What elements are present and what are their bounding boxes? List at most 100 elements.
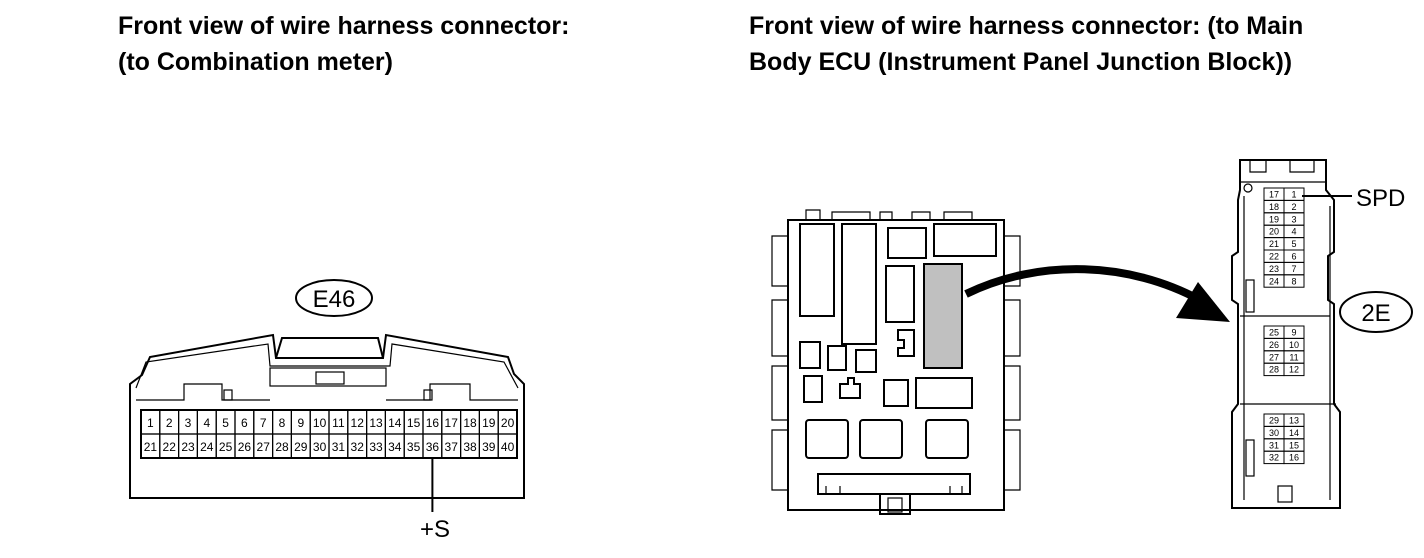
pin-number: 4 xyxy=(203,416,210,430)
pin-number: 7 xyxy=(1291,264,1296,274)
pin-number: 39 xyxy=(482,440,496,454)
socket xyxy=(885,265,915,323)
connector-housing-left xyxy=(129,333,525,499)
pin-number: 25 xyxy=(1269,328,1279,338)
pin-number: 22 xyxy=(163,440,177,454)
pin-number: 30 xyxy=(313,440,327,454)
pin-cell xyxy=(1283,450,1305,465)
highlighted-socket-2e xyxy=(923,263,963,369)
socket xyxy=(841,223,877,345)
pin-number: 34 xyxy=(388,440,402,454)
pin-number: 9 xyxy=(1291,328,1296,338)
pin-number: 7 xyxy=(260,416,267,430)
block-bottom-strip xyxy=(817,473,971,495)
block-side-tabs-left xyxy=(771,235,788,491)
pin-number: 3 xyxy=(1291,214,1296,224)
junction-block-body xyxy=(787,219,1005,511)
pin-number: 10 xyxy=(313,416,327,430)
socket xyxy=(827,345,847,371)
pin-number: 35 xyxy=(407,440,421,454)
pin-number: 22 xyxy=(1269,252,1279,262)
pin-number: 11 xyxy=(1289,352,1298,362)
pin-number: 24 xyxy=(1269,276,1279,286)
pin-number: 8 xyxy=(1291,276,1296,286)
connector-code-oval-left xyxy=(295,279,373,317)
pin-number: 14 xyxy=(388,416,402,430)
pin-number: 37 xyxy=(445,440,459,454)
socket xyxy=(855,349,877,373)
pin-number: 17 xyxy=(1269,190,1279,200)
pin-number: 13 xyxy=(1289,416,1299,426)
housing-ridge-left xyxy=(136,383,270,401)
pin-number: 6 xyxy=(241,416,248,430)
connector-code-left: E46 xyxy=(313,286,356,313)
pin-number: 30 xyxy=(1269,428,1279,438)
housing-latch xyxy=(275,337,384,359)
pin-number: 1 xyxy=(147,416,154,430)
connector-code-right: 2E xyxy=(1361,300,1390,327)
block-bottom-key xyxy=(879,493,911,515)
socket xyxy=(799,223,835,317)
pin-number: 33 xyxy=(369,440,383,454)
left-title-line1: Front view of wire harness connector: xyxy=(118,12,570,40)
pin-number: 4 xyxy=(1291,227,1296,237)
pin-number: 40 xyxy=(501,440,515,454)
housing-inner-walls xyxy=(1243,196,1331,500)
socket xyxy=(839,377,861,399)
pin-number: 29 xyxy=(1269,416,1279,426)
pin-number: 31 xyxy=(332,440,346,454)
pin-number: 15 xyxy=(1289,440,1299,450)
pin-number: 25 xyxy=(219,440,233,454)
pin-number: 16 xyxy=(426,416,440,430)
pin-number: 11 xyxy=(332,416,345,430)
connector-housing-right xyxy=(1231,159,1341,509)
pin-number: 3 xyxy=(185,416,192,430)
right-title-line2: Body ECU (Instrument Panel Junction Bloc… xyxy=(749,48,1293,76)
pin-number: 13 xyxy=(369,416,383,430)
socket xyxy=(805,419,849,459)
pin-number: 5 xyxy=(222,416,229,430)
housing-ridge-right xyxy=(386,383,518,401)
pin-number: 28 xyxy=(275,440,289,454)
housing-notch xyxy=(423,389,433,401)
socket xyxy=(859,419,903,459)
terminal-label-right: SPD xyxy=(1356,185,1405,212)
socket xyxy=(803,375,823,403)
pin-number: 15 xyxy=(407,416,421,430)
pin-number: 29 xyxy=(294,440,308,454)
pin-number: 21 xyxy=(144,440,158,454)
junction-block xyxy=(771,209,1021,515)
pin-number: 5 xyxy=(1291,239,1296,249)
socket xyxy=(887,227,927,259)
strip-ticks xyxy=(825,486,963,494)
pin-number: 6 xyxy=(1291,252,1296,262)
housing-slot xyxy=(1245,439,1255,477)
block-top-clips xyxy=(805,209,973,220)
pin-number: 38 xyxy=(463,440,477,454)
left-connector-title: Front view of wire harness connector: (t… xyxy=(118,8,569,80)
pin-cell xyxy=(1283,274,1305,288)
pin-number: 17 xyxy=(445,416,459,430)
pin-number: 28 xyxy=(1269,365,1279,375)
pin-number: 12 xyxy=(1289,365,1299,375)
pin-number: 31 xyxy=(1269,440,1279,450)
pin-number: 9 xyxy=(297,416,304,430)
pin-number: 26 xyxy=(1269,340,1279,350)
pin-number: 27 xyxy=(1269,352,1279,362)
block-bottom-key-inner xyxy=(887,497,903,513)
housing-center-key xyxy=(315,371,345,385)
pin-number: 18 xyxy=(463,416,477,430)
pin-number: 10 xyxy=(1289,340,1299,350)
right-connector-title: Front view of wire harness connector: (t… xyxy=(749,8,1303,80)
pin-number: 1 xyxy=(1291,190,1296,200)
block-side-tabs-right xyxy=(1004,235,1021,491)
pin-cell xyxy=(1283,362,1305,377)
pin-number: 16 xyxy=(1289,453,1299,463)
pin-number: 23 xyxy=(1269,264,1279,274)
pin-number: 26 xyxy=(238,440,252,454)
housing-key xyxy=(1277,485,1293,503)
housing-dividers xyxy=(1240,315,1336,405)
